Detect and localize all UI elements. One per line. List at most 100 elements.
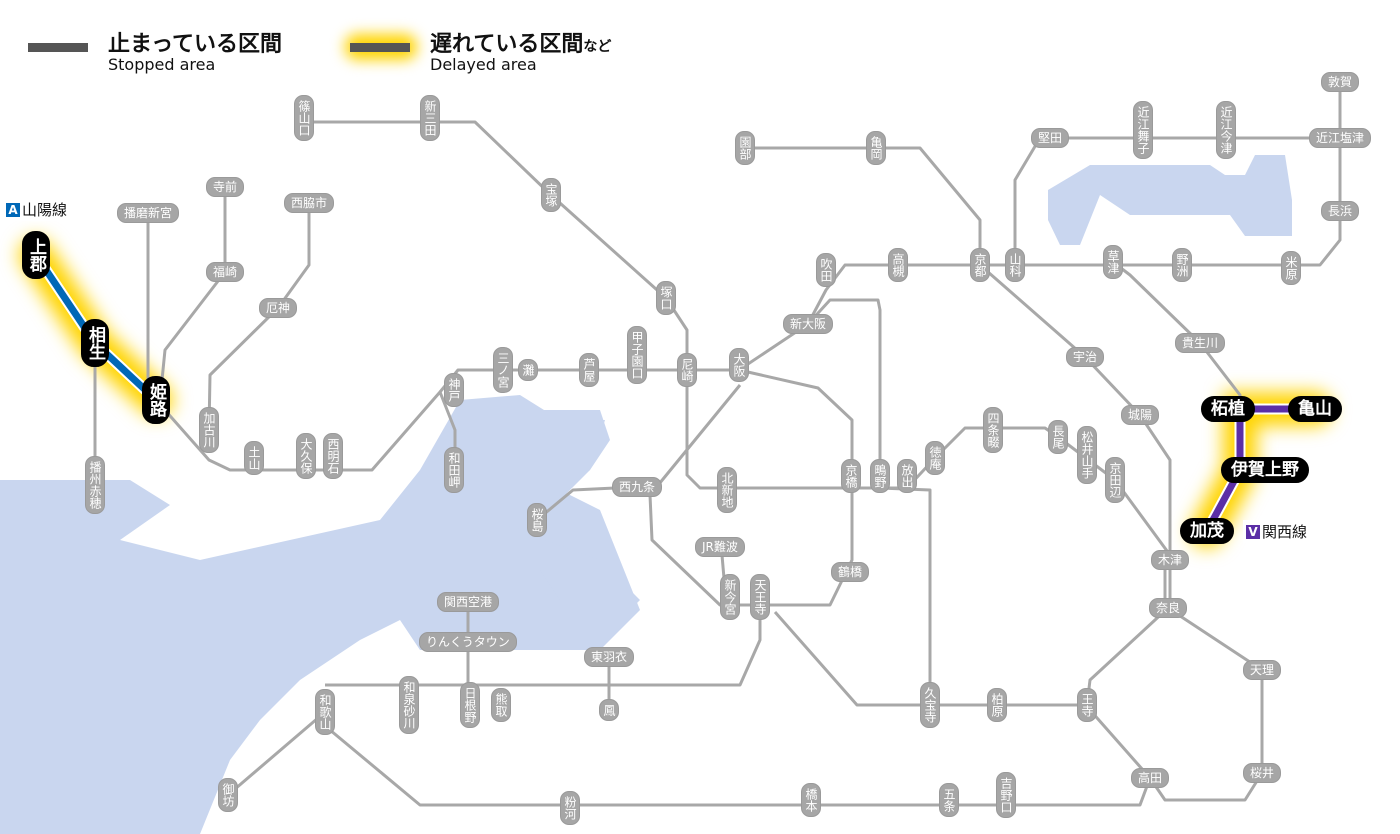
station-oji[interactable]: 王寺 xyxy=(1077,688,1097,722)
station-tokuan[interactable]: 徳庵 xyxy=(925,441,945,475)
station-kusatsu[interactable]: 草津 xyxy=(1103,245,1123,279)
station-wadamisaki[interactable]: 和田岬 xyxy=(444,447,464,493)
station-kizu[interactable]: 木津 xyxy=(1151,550,1190,570)
station-gojo[interactable]: 五条 xyxy=(939,783,959,817)
station-hashimoto[interactable]: 橋本 xyxy=(801,783,821,817)
station-jrnamba[interactable]: JR難波 xyxy=(695,537,745,557)
stopped-sub: Stopped area xyxy=(108,55,216,74)
station-tsuge[interactable]: 柘植 xyxy=(1201,396,1255,422)
station-kyobashi[interactable]: 京橋 xyxy=(841,459,861,493)
station-tennoji[interactable]: 天王寺 xyxy=(750,574,770,620)
station-tsuruhashi[interactable]: 鶴橋 xyxy=(831,562,870,582)
station-aioi[interactable]: 相生 xyxy=(81,319,109,367)
station-okubo[interactable]: 大久保 xyxy=(296,433,316,479)
station-tenri[interactable]: 天理 xyxy=(1243,660,1282,680)
station-sakurajima[interactable]: 桜島 xyxy=(527,503,547,537)
station-nagahama[interactable]: 長浜 xyxy=(1321,201,1360,221)
station-tsuruga[interactable]: 敦賀 xyxy=(1321,72,1360,92)
station-yakujin[interactable]: 厄神 xyxy=(259,298,298,318)
station-kameoka[interactable]: 亀岡 xyxy=(866,131,886,165)
station-uji[interactable]: 宇治 xyxy=(1066,347,1105,367)
station-yamashina[interactable]: 山科 xyxy=(1005,248,1025,282)
station-nara[interactable]: 奈良 xyxy=(1149,598,1188,618)
delayed-sub: Delayed area xyxy=(430,55,537,74)
station-yoshinoguchi[interactable]: 吉野口 xyxy=(996,772,1016,818)
station-nagao[interactable]: 長尾 xyxy=(1048,420,1068,454)
station-kibukawa[interactable]: 貴生川 xyxy=(1175,333,1226,353)
station-shinsanda[interactable]: 新三田 xyxy=(420,95,440,141)
station-nishiakashi[interactable]: 西明石 xyxy=(323,433,343,479)
station-takarazuka[interactable]: 宝塚 xyxy=(541,178,561,212)
station-himeji[interactable]: 姫路 xyxy=(142,376,170,424)
station-matsuiyamate[interactable]: 松井山手 xyxy=(1077,426,1097,484)
line-label-sanyo[interactable]: A 山陽線 xyxy=(3,198,71,221)
station-kameyama[interactable]: 亀山 xyxy=(1288,396,1342,422)
sanyo-name: 山陽線 xyxy=(22,201,68,219)
station-yasu[interactable]: 野洲 xyxy=(1172,248,1192,282)
track-segment xyxy=(648,368,854,607)
station-gobo[interactable]: 御坊 xyxy=(218,778,238,812)
station-banshuako[interactable]: 播州赤穂 xyxy=(85,456,105,514)
station-hineno[interactable]: 日根野 xyxy=(460,682,480,728)
station-teramae[interactable]: 寺前 xyxy=(206,177,245,197)
delayed-title-text: 遅れている区間 xyxy=(430,32,584,57)
station-higashihagoromo[interactable]: 東羽衣 xyxy=(584,647,635,667)
station-takatsuki[interactable]: 高槻 xyxy=(888,248,908,282)
station-wakayama[interactable]: 和歌山 xyxy=(315,689,335,735)
station-tsuchiyama[interactable]: 土山 xyxy=(244,441,264,475)
station-nishiwakishi[interactable]: 西脇市 xyxy=(284,193,335,213)
station-fukusaki[interactable]: 福崎 xyxy=(206,262,245,282)
station-sakurai[interactable]: 桜井 xyxy=(1243,763,1282,783)
station-suita[interactable]: 吹田 xyxy=(816,253,836,287)
kansai-name: 関西線 xyxy=(1262,523,1308,541)
station-sannomiya[interactable]: 三ノ宮 xyxy=(493,347,513,393)
station-shinimamiya[interactable]: 新今宮 xyxy=(720,574,740,620)
station-kitashinchi[interactable]: 北新地 xyxy=(717,467,737,513)
station-kyuhoji[interactable]: 久宝寺 xyxy=(920,682,940,728)
station-ashiya[interactable]: 芦屋 xyxy=(579,353,599,387)
station-kokawa[interactable]: 粉河 xyxy=(560,791,580,825)
station-hanaten[interactable]: 放出 xyxy=(897,459,917,493)
stopped-title: 止まっている区間 xyxy=(108,32,283,57)
station-shijonawate[interactable]: 四条畷 xyxy=(983,407,1003,453)
track-segment xyxy=(979,263,1172,608)
station-koshienguchi[interactable]: 甲子園口 xyxy=(627,326,647,384)
station-kamigori[interactable]: 上郡 xyxy=(22,231,50,279)
station-omimaiko[interactable]: 近江舞子 xyxy=(1133,101,1153,159)
station-omiimazu[interactable]: 近江今津 xyxy=(1216,101,1236,159)
station-izumisunagawa[interactable]: 和泉砂川 xyxy=(399,676,419,734)
line-label-kansai[interactable]: V 関西線 xyxy=(1243,520,1311,543)
delayed-title: 遅れている区間など xyxy=(430,26,611,58)
lake-biwa xyxy=(1048,155,1292,245)
station-shinosaka[interactable]: 新大阪 xyxy=(783,314,834,334)
station-kumatori[interactable]: 熊取 xyxy=(491,688,511,722)
station-kyotanabe[interactable]: 京田辺 xyxy=(1105,457,1125,503)
station-harimashingu[interactable]: 播磨新宮 xyxy=(117,203,180,223)
station-osaka[interactable]: 大阪 xyxy=(729,348,749,382)
station-nada[interactable]: 灘 xyxy=(518,359,538,381)
station-maibara[interactable]: 米原 xyxy=(1281,251,1301,285)
station-kobe[interactable]: 神戸 xyxy=(444,373,464,407)
station-kamo[interactable]: 加茂 xyxy=(1180,518,1234,544)
station-igaueno[interactable]: 伊賀上野 xyxy=(1221,457,1309,483)
station-sonobe[interactable]: 園部 xyxy=(735,131,755,165)
station-kyoto[interactable]: 京都 xyxy=(970,248,990,282)
station-kakogawa[interactable]: 加古川 xyxy=(199,407,219,453)
station-joyo[interactable]: 城陽 xyxy=(1121,405,1160,425)
station-katata[interactable]: 堅田 xyxy=(1031,128,1070,148)
station-kansaiairport[interactable]: 関西空港 xyxy=(437,592,500,612)
station-nishikujo[interactable]: 西九条 xyxy=(612,477,663,497)
water-areas xyxy=(0,155,1292,834)
station-takada[interactable]: 高田 xyxy=(1131,768,1170,788)
station-tsukaguchi[interactable]: 塚口 xyxy=(656,281,676,315)
kansai-delayed-segment[interactable] xyxy=(1203,405,1315,533)
station-otori[interactable]: 鳳 xyxy=(599,699,619,721)
station-shigino[interactable]: 鴫野 xyxy=(870,459,890,493)
station-sasayamaguchi[interactable]: 篠山口 xyxy=(294,95,314,141)
station-omishiotsu[interactable]: 近江塩津 xyxy=(1309,128,1372,148)
track-segment xyxy=(329,728,1152,807)
delayed-title-suffix: など xyxy=(583,39,612,55)
station-kashiwara[interactable]: 柏原 xyxy=(987,688,1007,722)
station-rinkutown[interactable]: りんくうタウン xyxy=(419,632,517,652)
station-amagasaki[interactable]: 尼崎 xyxy=(677,353,697,387)
